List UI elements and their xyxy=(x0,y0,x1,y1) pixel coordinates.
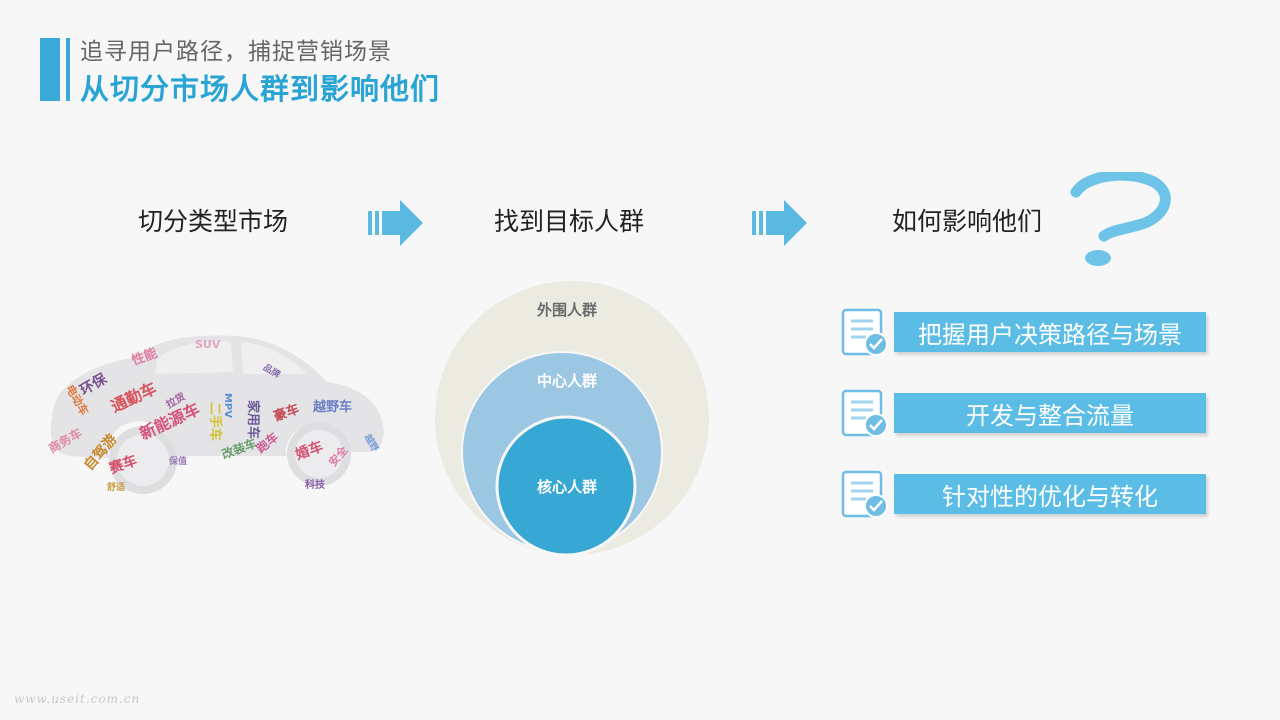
middle-circle-label: 中心人群 xyxy=(536,372,598,390)
car-word: 舒适 xyxy=(107,483,126,493)
car-word-cloud: 性能 SUV 品牌 环保 通勤车 新能源车 越野车 电动车 拉货 MPV 二手车… xyxy=(45,330,385,500)
car-word: 家用车 xyxy=(245,399,261,440)
inner-circle-label: 核心人群 xyxy=(536,478,598,496)
watermark: www.useit.com.cn xyxy=(14,692,141,706)
car-word: SUV xyxy=(195,338,221,351)
page-subtitle: 追寻用户路径，捕捉营销场景 xyxy=(80,39,392,65)
car-word: 越野车 xyxy=(313,400,353,415)
action-box: 把握用户决策路径与场景 xyxy=(894,312,1206,352)
document-check-icon xyxy=(841,308,888,356)
step-segment-market: 切分类型市场 xyxy=(138,207,289,236)
page-title: 从切分市场人群到影响他们 xyxy=(80,72,441,106)
arrow-right-icon xyxy=(368,200,423,246)
action-box: 开发与整合流量 xyxy=(894,393,1206,433)
question-mark-icon xyxy=(1070,172,1171,266)
target-audience-circles xyxy=(433,280,711,557)
car-word: 二手车 xyxy=(207,401,223,442)
car-word: 科技 xyxy=(305,480,325,491)
title-accent-line xyxy=(66,38,70,101)
outer-circle-label: 外围人群 xyxy=(536,301,598,319)
arrow-right-icon xyxy=(752,200,807,246)
title-accent-bar xyxy=(40,38,60,101)
car-silhouette xyxy=(50,335,384,494)
action-box: 针对性的优化与转化 xyxy=(894,474,1206,514)
inner-circle xyxy=(495,415,637,557)
document-check-icon xyxy=(841,470,888,518)
document-check-icon xyxy=(841,389,888,437)
car-word: 保值 xyxy=(169,457,188,467)
step-find-target: 找到目标人群 xyxy=(494,207,645,236)
step-influence: 如何影响他们 xyxy=(892,207,1043,236)
